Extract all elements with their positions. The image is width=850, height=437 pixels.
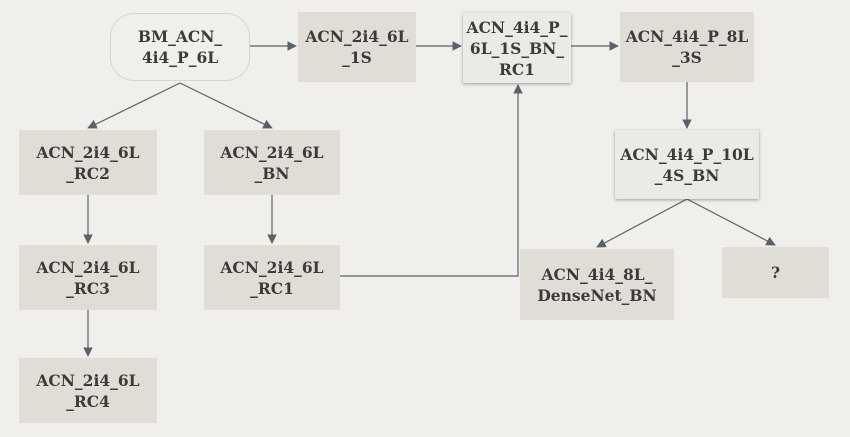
edge-10l-to-densenet [596,198,688,248]
edge-rc1-to-rc1-merge [340,84,523,277]
node-acn-4i4-p-6l-1s-bn-rc1[interactable]: ACN_4i4_P_ 6L_1S_BN_ RC1 [463,13,571,83]
node-acn-4i4-p-10l-4s-bn[interactable]: ACN_4i4_P_10L _4S_BN [615,130,759,199]
edge-10l-to-unknown [686,198,776,246]
node-bm-acn-4i4-p-6l[interactable]: BM_ACN_ 4i4_P_6L [110,13,250,81]
node-unknown[interactable]: ? [722,247,829,298]
node-acn-2i4-6l-rc4[interactable]: ACN_2i4_6L _RC4 [19,358,157,423]
node-acn-2i4-6l-1s[interactable]: ACN_2i4_6L _1S [298,12,416,82]
node-acn-2i4-6l-rc2[interactable]: ACN_2i4_6L _RC2 [19,130,157,195]
node-acn-4i4-p-8l-3s[interactable]: ACN_4i4_P_8L _3S [620,12,754,82]
node-acn-2i4-6l-rc3[interactable]: ACN_2i4_6L _RC3 [19,245,157,310]
edge-start-to-bn [179,82,273,129]
node-acn-4i4-8l-densenet-bn[interactable]: ACN_4i4_8L_ DenseNet_BN [520,249,674,320]
edge-start-to-rc2 [87,82,181,129]
node-acn-2i4-6l-rc1[interactable]: ACN_2i4_6L _RC1 [204,245,340,310]
node-acn-2i4-6l-bn[interactable]: ACN_2i4_6L _BN [204,130,340,195]
